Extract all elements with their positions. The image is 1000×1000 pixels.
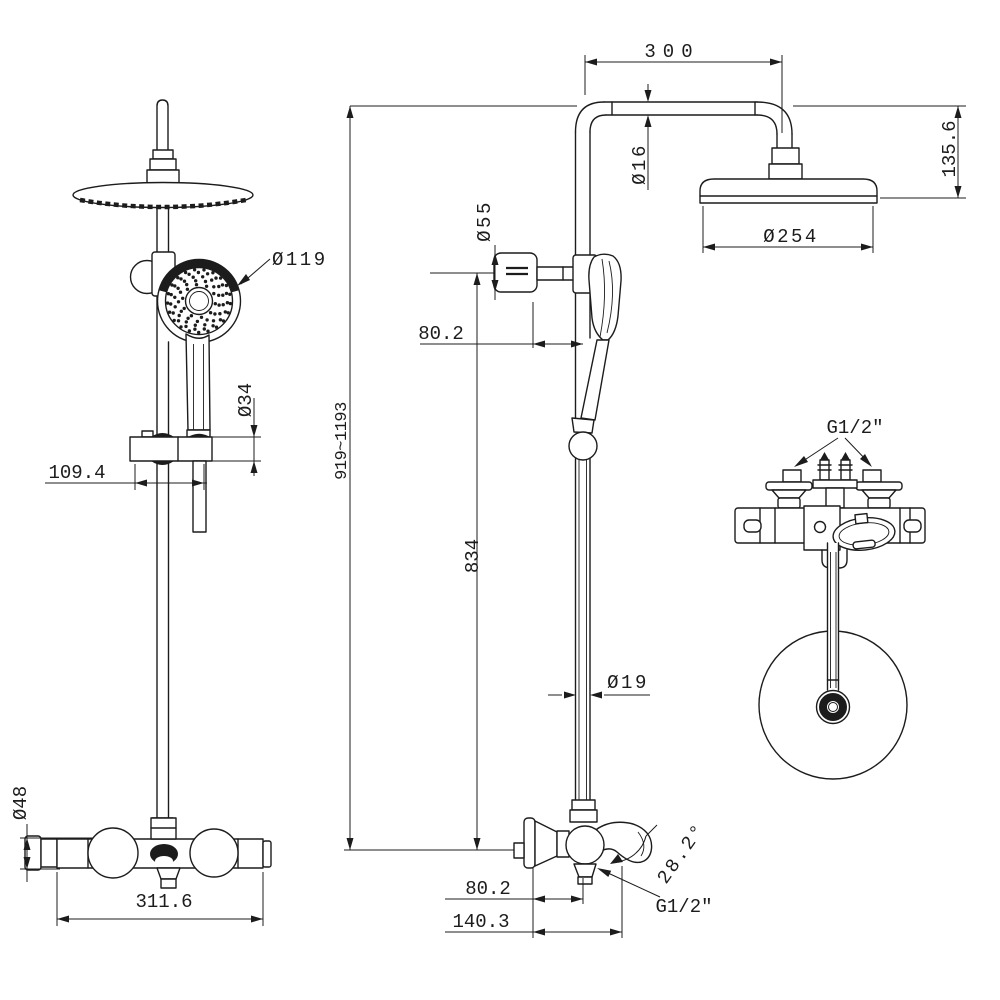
dim-riser-dia-label: Ø19 (607, 672, 649, 694)
dim-spout-reach-label: 140.3 (452, 911, 509, 933)
plan-center-connector (815, 689, 851, 725)
dim-spout-reach: 140.3 (445, 866, 623, 938)
dim-spout-angle-label: 28.2° (653, 819, 711, 889)
thermostatic-valve-side (513, 799, 653, 885)
dim-wall-bracket-dia-label: Ø55 (474, 200, 496, 242)
side-dimensions: 300 135.6 Ø16 Ø25 (418, 41, 966, 938)
dim-wall-offset-bottom-label: 80.2 (465, 878, 511, 900)
wall-bracket-side (493, 252, 576, 293)
dim-valve-width: 311.6 (56, 872, 264, 926)
dim-rail-length: 834 (430, 272, 537, 850)
dim-slider-width-label: 109.4 (48, 462, 105, 484)
dim-overall-height-label: 919~1193 (333, 402, 352, 480)
thermostatic-valve-front (24, 817, 272, 889)
ball-joint (568, 431, 598, 461)
dim-hand-shower-dia-label: Ø119 (272, 249, 328, 271)
dim-top-width: 300 (584, 41, 783, 133)
hose-tail (192, 460, 207, 533)
plan-view: G1/2" (734, 417, 926, 780)
valve-knob-right (189, 828, 239, 878)
dim-slider-width: 109.4 (45, 462, 207, 490)
dim-riser-dia: Ø19 (548, 672, 650, 699)
riser-and-arm (574, 101, 803, 801)
dim-spout-thread: G1/2" (597, 868, 713, 918)
dim-head-dia: Ø254 (702, 206, 874, 253)
front-view: Ø119 Ø34 109.4 (10, 99, 328, 926)
dim-valve-dia: Ø48 (10, 786, 93, 882)
plan-down-pipe (826, 542, 840, 691)
dim-wall-offset-top: 80.2 (418, 302, 583, 348)
dim-slider-dia-label: Ø34 (235, 383, 257, 417)
spout-plan (832, 512, 896, 551)
spout-outlet (573, 863, 597, 878)
dim-head-drop: 135.6 (880, 106, 966, 199)
slider-bracket (129, 430, 213, 465)
dim-rail-length-label: 834 (462, 539, 484, 573)
dim-top-width-label: 300 (644, 41, 699, 63)
dim-inlet-thread-label: G1/2" (826, 417, 883, 439)
dim-wall-offset-bottom: 80.2 (445, 868, 584, 938)
dim-valve-dia-label: Ø48 (10, 786, 32, 820)
hand-shower-front (156, 258, 242, 438)
dim-wall-bracket-dia: Ø55 (474, 200, 499, 300)
shower-rail-front (156, 206, 170, 819)
center-inlet (812, 452, 858, 509)
valve-body-side (565, 825, 605, 865)
dim-valve-width-label: 311.6 (135, 891, 192, 913)
hand-shower-side (568, 253, 622, 461)
hand-shower-nozzle-dots (165, 268, 233, 335)
side-view: 919~1193 834 (333, 41, 966, 938)
eccentric-union-right (855, 469, 903, 509)
dim-arm-dia-label: Ø16 (629, 143, 651, 185)
dim-wall-offset-top-label: 80.2 (418, 323, 464, 345)
hand-shower-handle-front (185, 333, 211, 431)
front-dimensions: Ø119 Ø34 109.4 (10, 249, 328, 926)
overhead-shower-side (699, 178, 878, 204)
dim-overall-height: 919~1193 (333, 106, 525, 851)
dim-inlet-thread: G1/2" (794, 417, 884, 467)
dim-arm-dia: Ø16 (629, 84, 652, 190)
dim-head-dia-label: Ø254 (763, 226, 819, 248)
overhead-shower-head-front (72, 181, 254, 209)
valve-knob-left (87, 827, 139, 879)
overhead-shower-front (72, 149, 254, 210)
eccentric-union-left (765, 469, 813, 509)
nozzle-band (79, 197, 247, 210)
dim-hand-shower-dia: Ø119 (237, 249, 328, 286)
dim-slider-dia: Ø34 (208, 383, 261, 476)
dim-head-drop-label: 135.6 (939, 120, 961, 177)
dim-spout-thread-label: G1/2" (655, 896, 712, 918)
rail-top-pipe (156, 99, 169, 151)
hand-shower-rim-shade (158, 259, 240, 293)
